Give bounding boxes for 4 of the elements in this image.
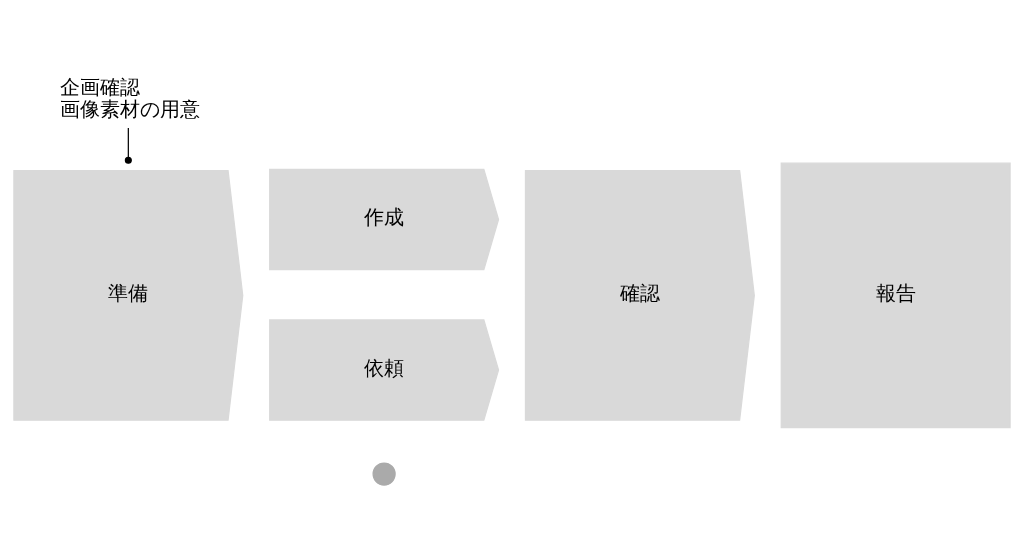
node-circle: [372, 461, 396, 486]
connector: [124, 127, 132, 164]
node-text: 企画確認 画像素材の用意: [59, 75, 200, 121]
node-box: 報告: [780, 162, 1011, 428]
